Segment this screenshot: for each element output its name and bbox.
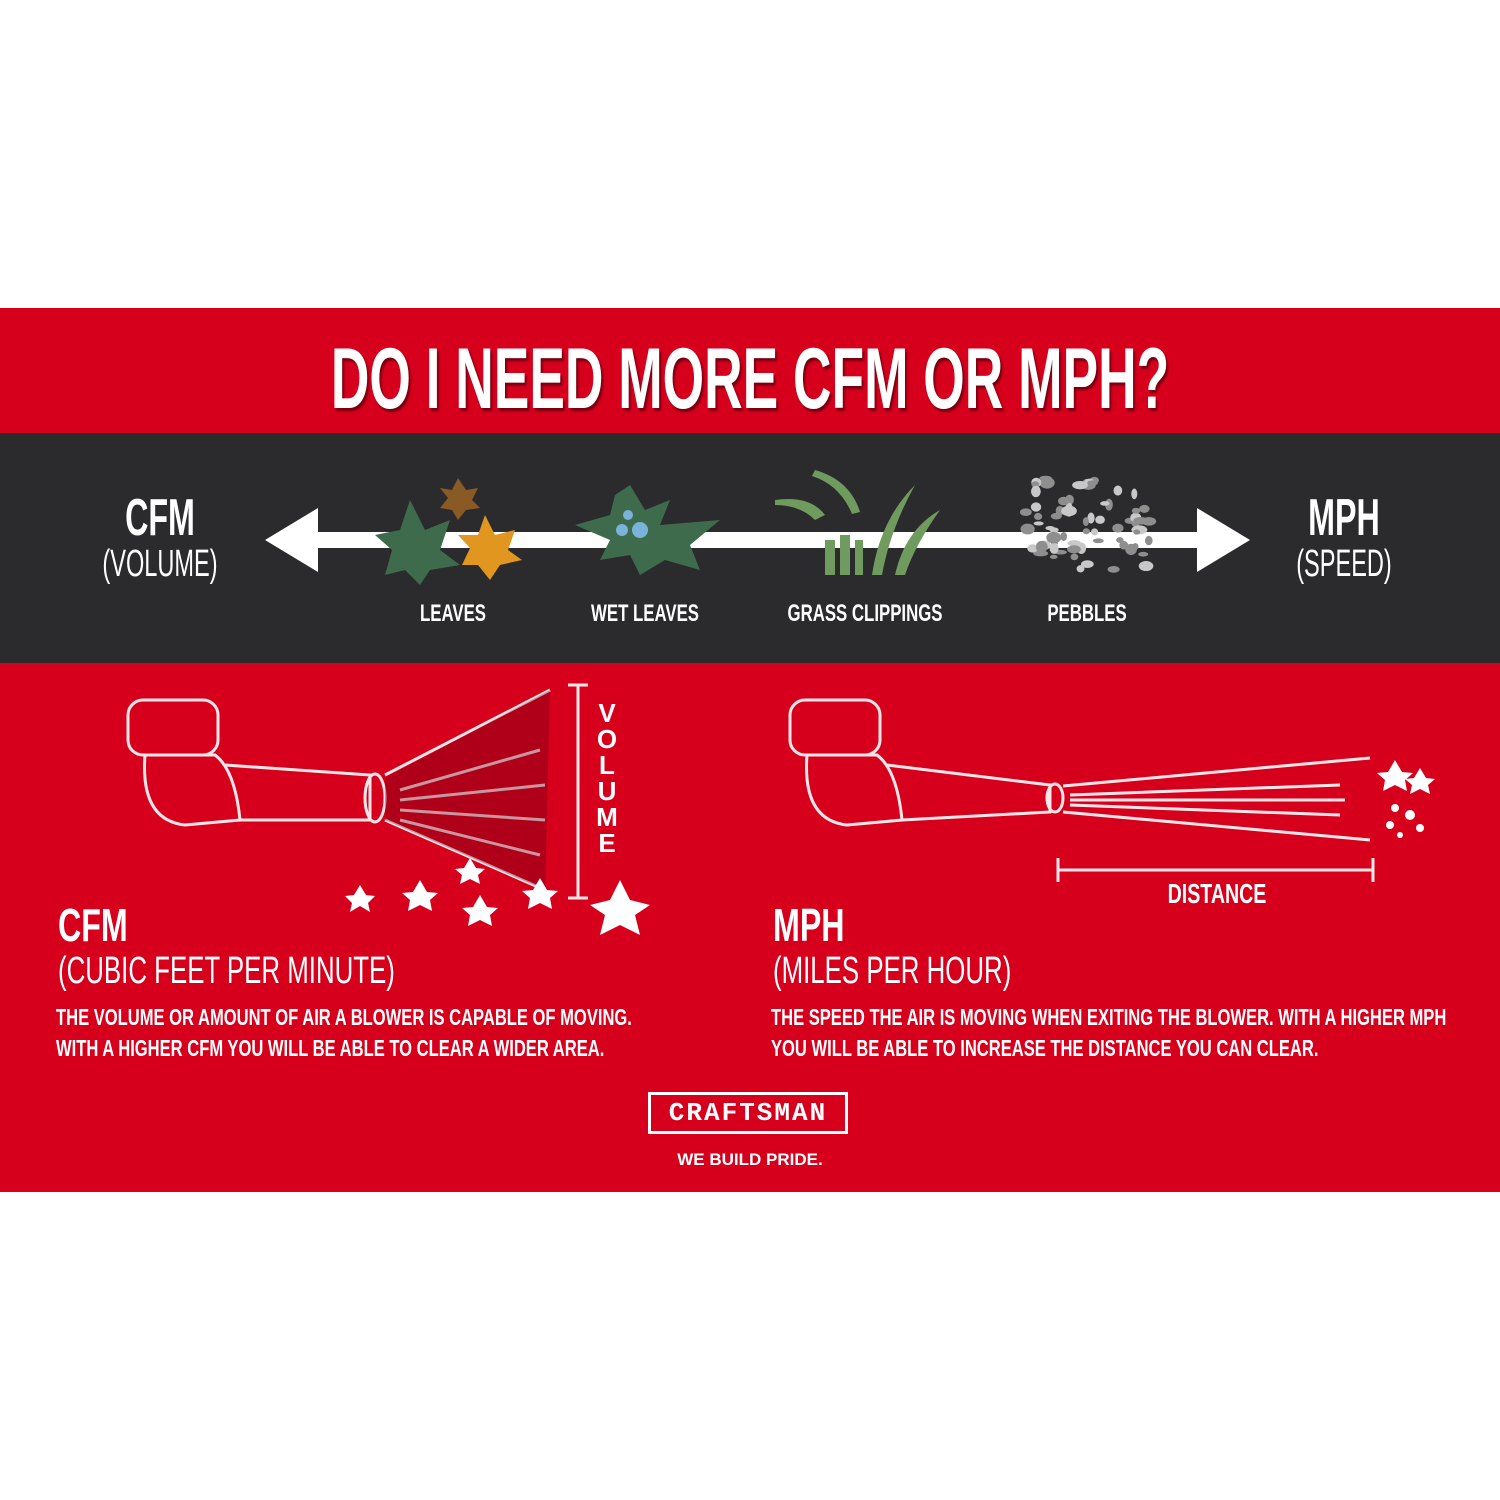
pebble [1070, 553, 1079, 561]
cfm-subheading: (CUBIC FEET PER MINUTE) [58, 950, 395, 992]
pebble [1033, 512, 1043, 521]
pebble [1113, 485, 1123, 496]
mph-scale-sublabel: (SPEED) [1296, 543, 1392, 585]
pebble [1133, 516, 1148, 525]
cfm-description: THE VOLUME OR AMOUNT OF AIR A BLOWER IS … [56, 1004, 632, 1061]
pebble [1095, 515, 1105, 524]
page-title: DO I NEED MORE CFM OR MPH? [330, 331, 1170, 427]
scale-item-wet-leaves: WET LEAVES [591, 600, 699, 627]
pebbles-icon [1019, 475, 1157, 573]
pebble [1049, 542, 1059, 554]
cfm-blower-illustration [126, 683, 588, 900]
pebble [1107, 566, 1120, 573]
pebble [1139, 504, 1150, 513]
pebble [1067, 540, 1081, 547]
pebble [1061, 505, 1077, 517]
pebble [1039, 475, 1052, 481]
volume-label: VOLUME [596, 698, 618, 858]
cfm-scale-label: CFM [125, 489, 195, 547]
pebble [1072, 480, 1088, 490]
pebble [1080, 560, 1094, 568]
mph-heading: MPH [773, 899, 845, 951]
pebble [1020, 523, 1035, 535]
pebble [1125, 543, 1137, 556]
airflow-cone [385, 690, 550, 890]
pebble [1133, 529, 1141, 535]
pebble [1100, 501, 1110, 506]
pebble [1060, 531, 1068, 541]
pebble [1131, 488, 1138, 500]
wet-leaf-icon [575, 485, 720, 575]
scale-item-pebbles: PEBBLES [1047, 600, 1127, 627]
pebble [1033, 521, 1044, 526]
scale-item-leaves: LEAVES [420, 600, 486, 627]
maple-leaves-icon [375, 478, 522, 585]
pebble [1045, 526, 1055, 531]
pebble [1082, 517, 1089, 527]
pebble [1138, 561, 1154, 572]
pebble [1145, 535, 1153, 546]
pebble [1049, 554, 1058, 560]
cfm-heading: CFM [58, 899, 128, 951]
pebble [1030, 502, 1042, 512]
pebble [1138, 551, 1149, 557]
mph-subheading: (MILES PER HOUR) [773, 950, 1012, 992]
mph-blower-illustration [788, 698, 1375, 882]
pebble [1067, 545, 1081, 554]
pebble [1076, 565, 1085, 573]
craftsman-logo: CRAFTSMAN [648, 1092, 848, 1134]
double-arrow-icon [265, 508, 1250, 572]
mph-description: THE SPEED THE AIR IS MOVING WHEN EXITING… [771, 1004, 1447, 1061]
pebble [1092, 538, 1104, 544]
pebble [1019, 508, 1032, 516]
pebble [1087, 512, 1095, 524]
pebble [1046, 531, 1062, 544]
blown-debris-icon [1377, 760, 1435, 838]
pebble [1087, 480, 1098, 486]
pebble [1082, 528, 1090, 535]
pebble [1090, 528, 1099, 536]
cfm-scale-sublabel: (VOLUME) [102, 543, 218, 585]
mph-scale-label: MPH [1308, 489, 1380, 547]
scale-item-grass-clippings: GRASS CLIPPINGS [787, 600, 943, 627]
grass-icon [775, 470, 940, 575]
pebble [1035, 540, 1048, 553]
brand-tagline: WE BUILD PRIDE. [677, 1150, 823, 1169]
pebble [1030, 485, 1041, 498]
pebble [1058, 496, 1070, 506]
distance-label: DISTANCE [1167, 878, 1267, 909]
pebble [1112, 523, 1124, 533]
blown-leaves-icon [345, 858, 650, 935]
pebble [1131, 507, 1141, 514]
